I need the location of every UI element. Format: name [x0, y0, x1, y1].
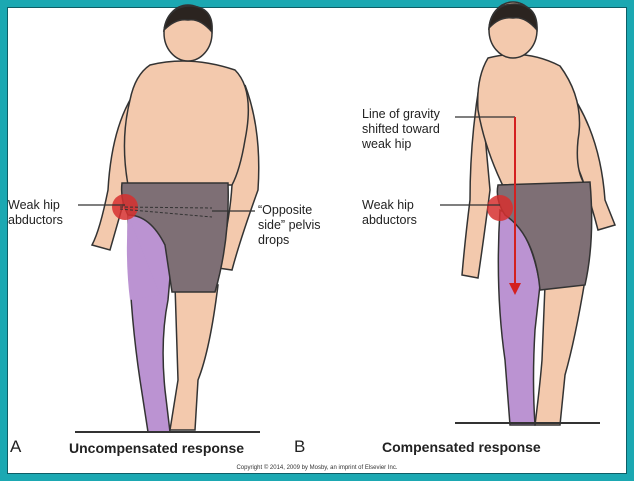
- copyright-notice: Copyright © 2014, 2009 by Mosby, an impr…: [236, 465, 398, 471]
- hair-a: [162, 5, 213, 34]
- hair-b: [487, 3, 538, 32]
- leg-a-right: [169, 284, 219, 431]
- torso-a: [123, 60, 250, 186]
- arrowhead-icon: [509, 283, 521, 295]
- leg-b-right: [534, 279, 586, 426]
- torso-b: [476, 53, 587, 191]
- label-a-pelvis-drop: “Opposite side” pelvis drops: [258, 203, 321, 247]
- label-b-weak-hip: Weak hip abductors: [362, 198, 417, 227]
- panel-letter-a: A: [10, 437, 22, 456]
- figure-b: [455, 1, 617, 426]
- caption-a: Uncompensated response: [69, 440, 245, 456]
- label-b-gravity: Line of gravity shifted toward weak hip: [362, 107, 440, 151]
- label-a-weak-hip: Weak hip abductors: [8, 198, 63, 227]
- weak-hip-marker-b: [487, 195, 513, 221]
- caption-b: Compensated response: [382, 439, 541, 455]
- panel-letter-b: B: [294, 437, 306, 456]
- figure-a: [75, 4, 260, 433]
- weak-hip-marker-a: [112, 194, 138, 220]
